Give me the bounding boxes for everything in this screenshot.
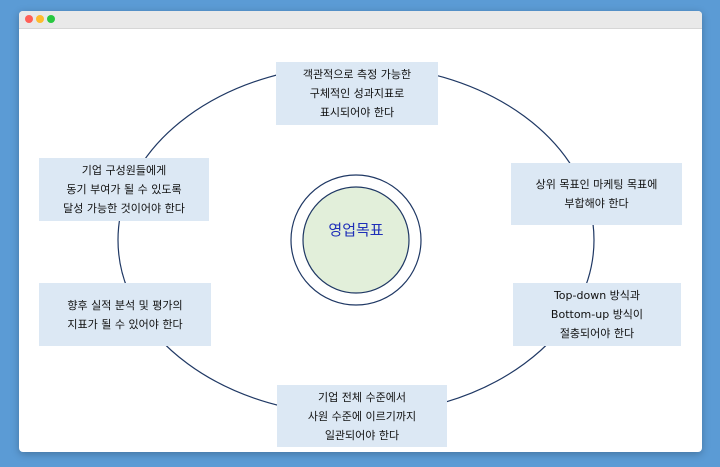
app-window: 영업목표 객관적으로 측정 가능한 구체적인 성과지표로 표시되어야 한다 상위… [19, 11, 702, 452]
center-inner-circle [302, 186, 410, 294]
diagram-svg [117, 64, 595, 416]
criterion-box-marketing-alignment: 상위 목표인 마케팅 목표에 부합해야 한다 [511, 163, 682, 225]
criterion-box-consistency: 기업 전체 수준에서 사원 수준에 이르기까지 일관되어야 한다 [277, 385, 447, 447]
diagram-canvas: 영업목표 객관적으로 측정 가능한 구체적인 성과지표로 표시되어야 한다 상위… [19, 29, 702, 452]
minimize-window-icon[interactable] [36, 15, 44, 23]
criterion-box-measurable: 객관적으로 측정 가능한 구체적인 성과지표로 표시되어야 한다 [276, 62, 438, 125]
criterion-box-topdown-bottomup: Top-down 방식과 Bottom-up 방식이 절충되어야 한다 [513, 283, 681, 346]
maximize-window-icon[interactable] [47, 15, 55, 23]
window-titlebar [19, 11, 702, 29]
center-goal-label: 영업목표 [328, 220, 384, 239]
criterion-box-evaluation-indicator: 향후 실적 분석 및 평가의 지표가 될 수 있어야 한다 [39, 283, 211, 346]
close-window-icon[interactable] [25, 15, 33, 23]
criterion-box-attainable: 기업 구성원들에게 동기 부여가 될 수 있도록 달성 가능한 것이어야 한다 [39, 158, 209, 221]
